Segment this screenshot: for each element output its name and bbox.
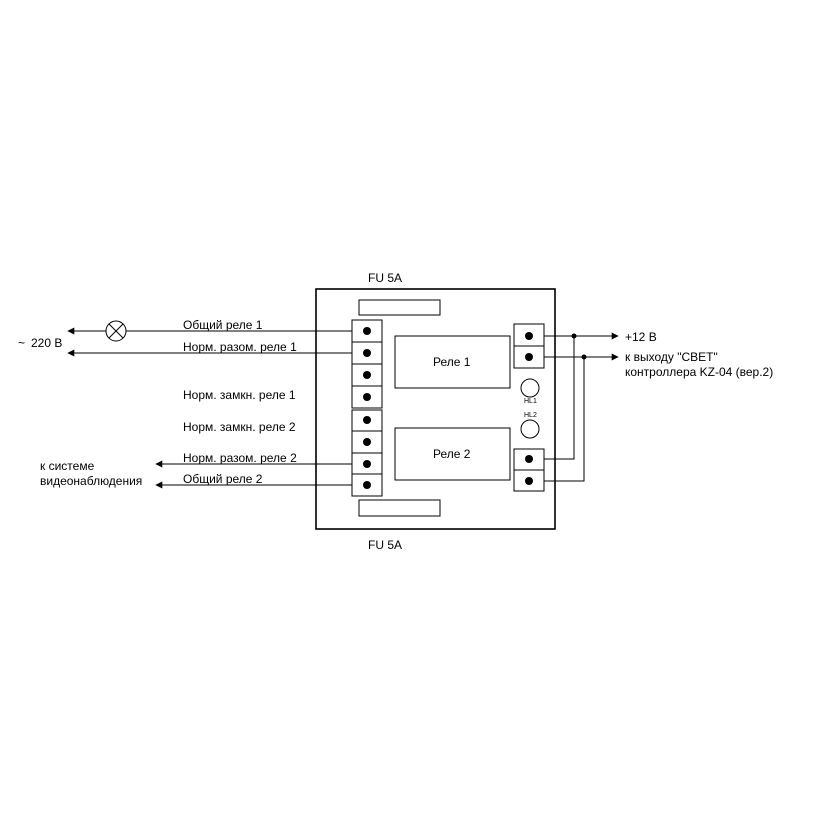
relay-1-label: Реле 1 — [433, 355, 471, 369]
led-hl1 — [520, 378, 540, 398]
relay-2-label: Реле 2 — [433, 447, 471, 461]
fuse-top-label: FU 5A — [368, 271, 402, 285]
terminal-screw — [525, 332, 533, 340]
terminal-screw — [363, 371, 371, 379]
led-hl1-label: HL1 — [524, 398, 537, 405]
cctv-label-line-2: видеонаблюдения — [40, 474, 142, 488]
power-wiring — [544, 332, 619, 482]
terminal-screw — [363, 393, 371, 401]
terminal-screw — [363, 438, 371, 446]
mains-ac-symbol: ~ — [18, 336, 25, 350]
terminal-screw — [525, 455, 533, 463]
terminal-screw — [363, 481, 371, 489]
led-hl2-label: HL2 — [524, 412, 537, 419]
fuse-bottom — [358, 499, 441, 517]
fuse-top — [358, 299, 441, 316]
relay-2 — [394, 427, 511, 481]
plus-12v-label: +12 В — [625, 330, 657, 344]
mains-wiring — [67, 320, 352, 357]
relay-1 — [394, 335, 511, 389]
controller-label-line-2: контроллера KZ-04 (вер.2) — [625, 365, 773, 379]
label-nc-relay-2: Норм. замкн. реле 2 — [183, 420, 296, 434]
controller-label-line-1: к выходу "СВЕТ" — [625, 350, 718, 364]
terminal-screw — [363, 327, 371, 335]
terminal-screw — [363, 416, 371, 424]
label-common-relay-1: Общий реле 1 — [183, 318, 263, 332]
terminal-screw — [525, 477, 533, 485]
terminal-screw — [525, 353, 533, 361]
cctv-wiring — [155, 460, 352, 489]
terminal-block-input — [513, 448, 545, 492]
terminal-block-2 — [351, 409, 383, 497]
terminal-screw — [363, 349, 371, 357]
label-no-relay-1: Норм. разом. реле 1 — [183, 340, 297, 354]
terminal-block-1 — [351, 319, 383, 409]
terminal-screw — [363, 460, 371, 468]
terminal-block-power — [513, 323, 545, 369]
label-nc-relay-1: Норм. замкн. реле 1 — [183, 388, 296, 402]
led-hl2 — [520, 419, 540, 439]
label-no-relay-2: Норм. разом. реле 2 — [183, 451, 297, 465]
fuse-bottom-label: FU 5A — [368, 538, 402, 552]
mains-voltage-label: 220 В — [31, 336, 62, 350]
label-common-relay-2: Общий реле 2 — [183, 472, 263, 486]
cctv-label-line-1: к системе — [40, 459, 95, 473]
